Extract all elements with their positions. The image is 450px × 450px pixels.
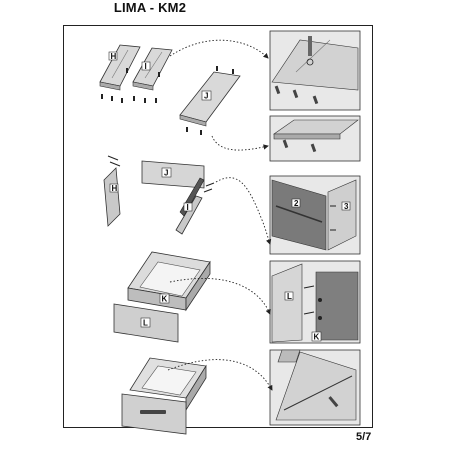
label-box-j [201,90,212,101]
label-box-h [108,51,118,61]
detail-box-4: L K [269,260,361,344]
detail-box-3: 2 3 [269,175,361,255]
label-3-detail: 3 [344,202,349,211]
detail-box-1 [269,30,361,111]
drawer-handle [140,410,166,414]
detail-box-2 [269,115,361,162]
label-k-detail: K [314,333,320,342]
label-2-detail: 2 [294,199,299,208]
label-j-step2: J [164,169,168,178]
label-i-step2: I [187,203,189,212]
detail-box-5 [269,349,361,426]
label-k-step3: K [162,295,168,304]
label-l-step3: L [143,319,148,328]
label-j-step1: J [204,92,208,101]
label-h-step1: H [111,52,117,61]
page-number: 5/7 [356,431,372,443]
document-title: LIMA - KM2 [113,0,187,15]
label-h-step2: H [112,184,118,193]
label-l-detail: L [287,292,292,301]
connector-arrows [167,39,273,391]
step-panel-j: J [179,66,241,135]
label-i-step1: I [145,62,147,71]
step-frame-exploded: H J I [103,155,215,235]
step-finished-drawer [121,357,207,435]
instruction-frame [63,25,373,428]
label-box-i [141,61,151,71]
step-drawer-box: K L [113,251,211,343]
step-panels-h-i: H I [99,44,173,103]
